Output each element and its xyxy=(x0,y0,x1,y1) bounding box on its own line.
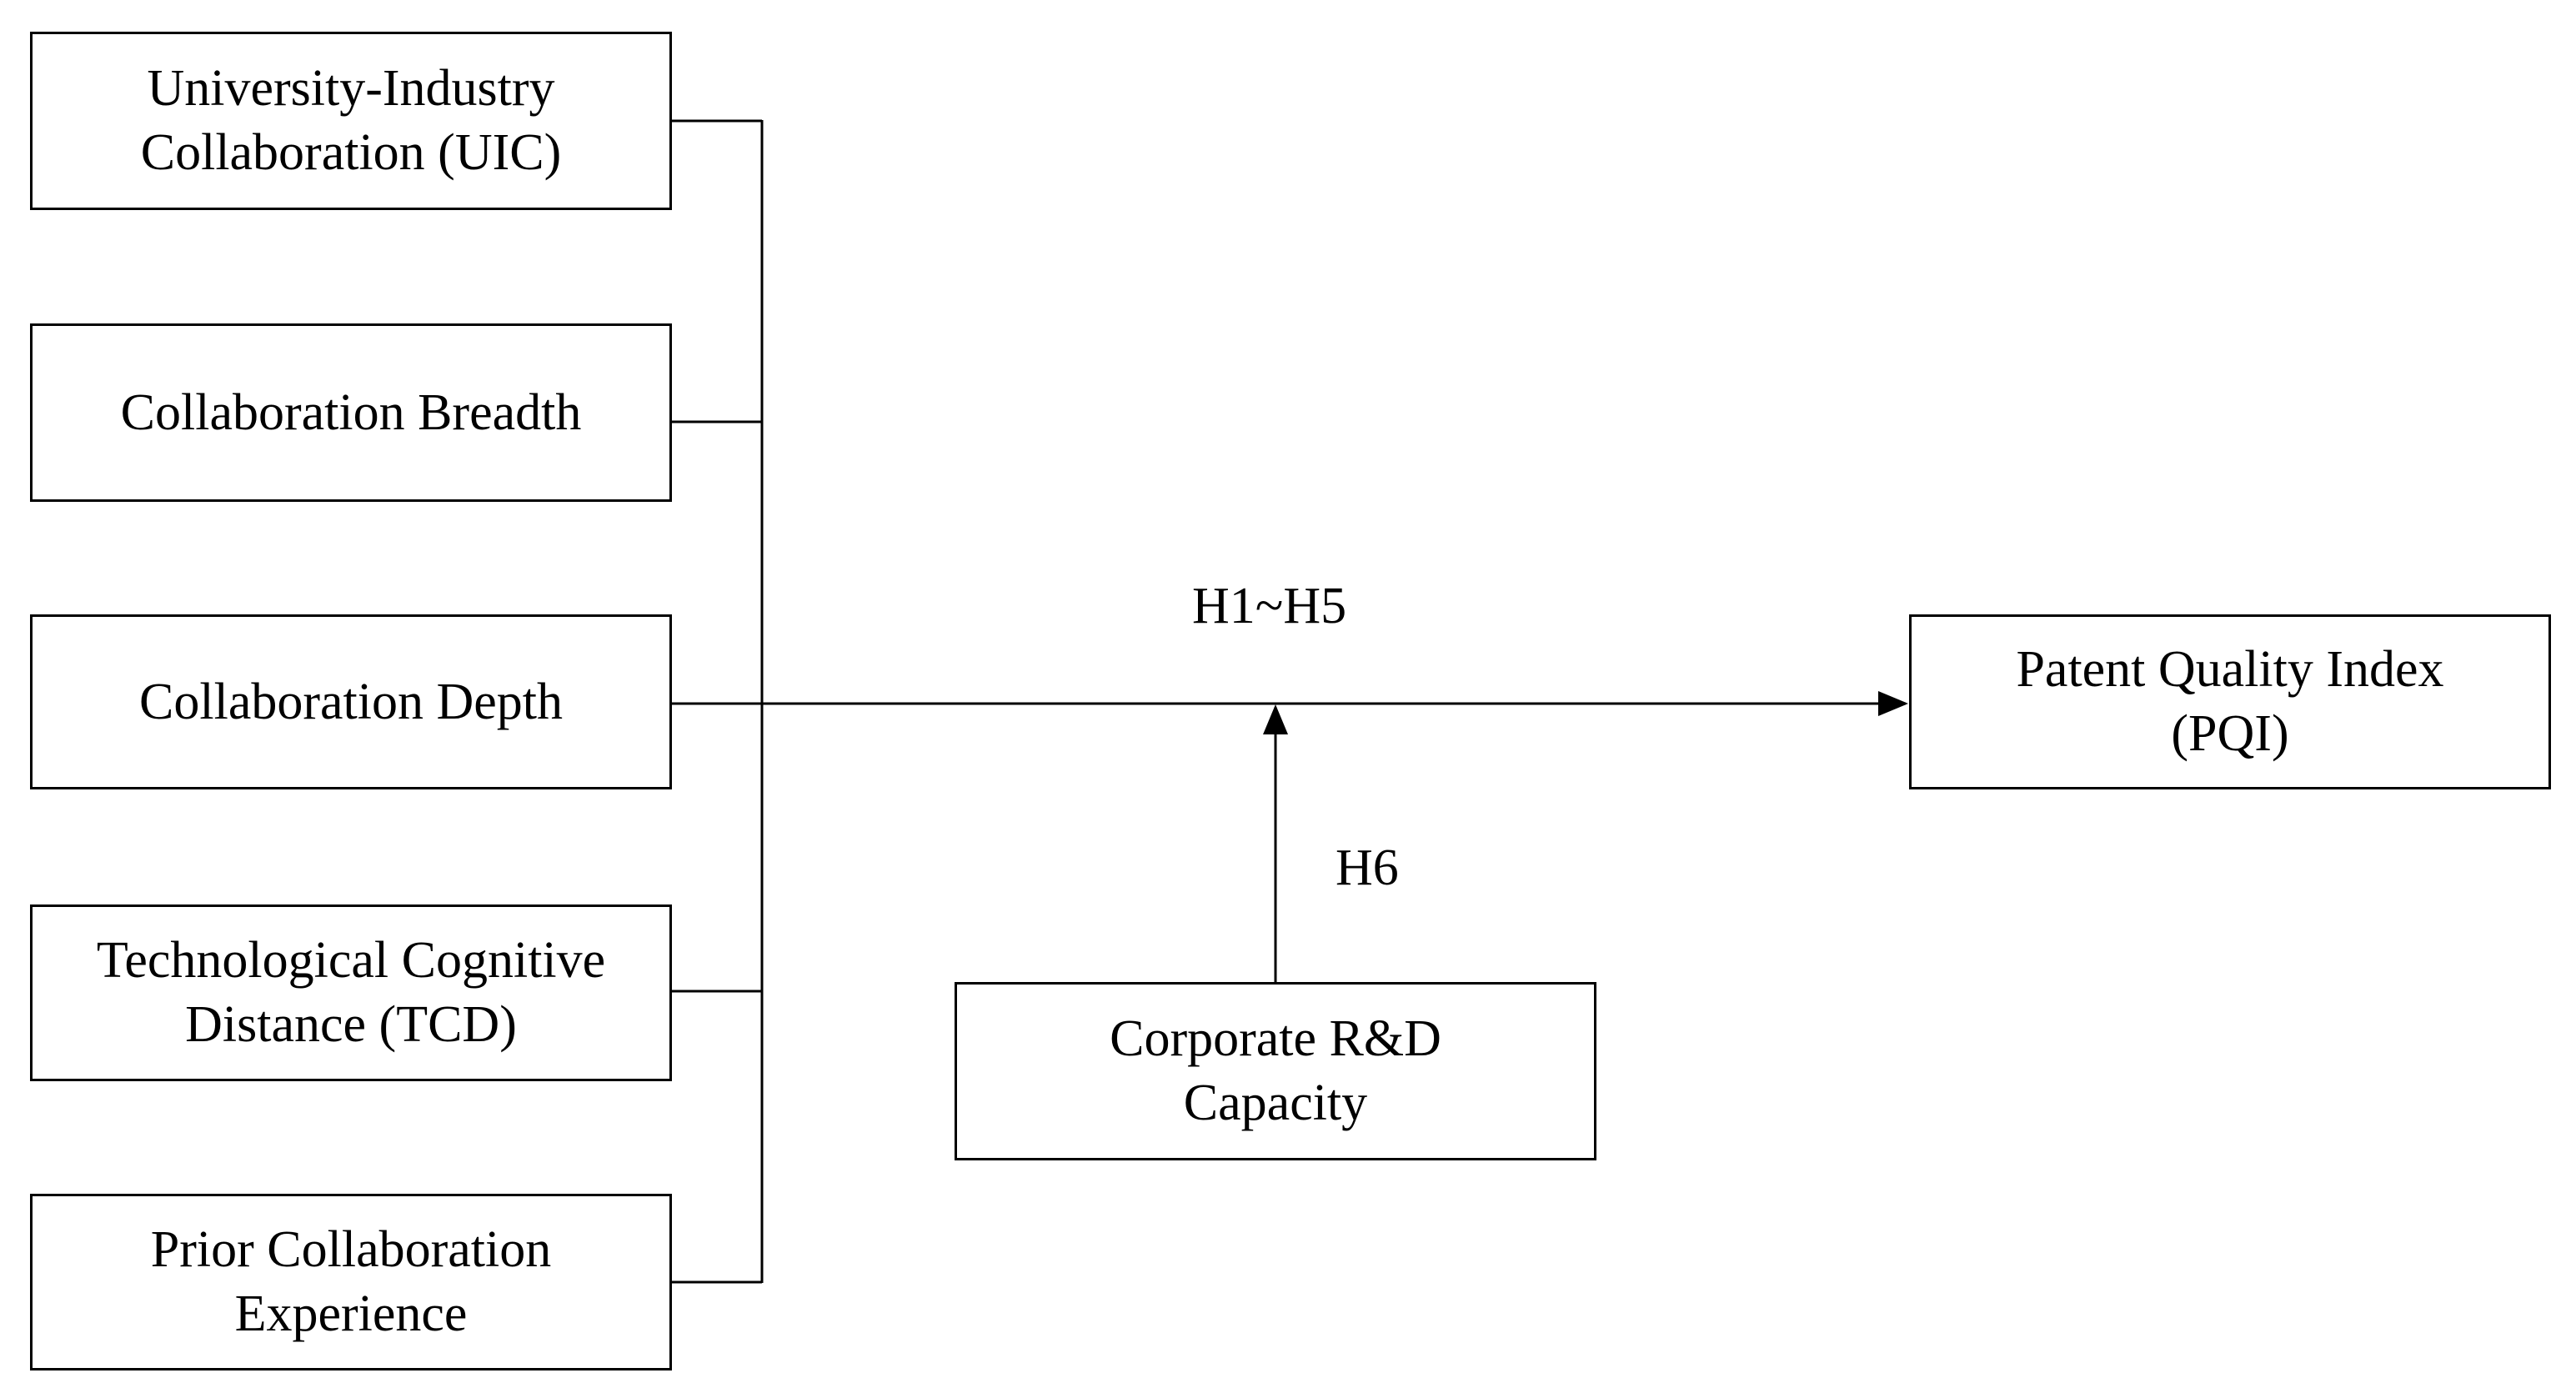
box-label-line: Corporate R&D xyxy=(1110,1010,1441,1068)
box-label-line: Capacity xyxy=(1183,1075,1368,1131)
box-label-line: Distance (TCD) xyxy=(185,996,517,1053)
box-label-line: Patent Quality Index xyxy=(2016,641,2444,699)
box-collaboration-depth: Collaboration Depth xyxy=(30,614,672,789)
box-label-line: Experience xyxy=(234,1285,468,1342)
box-corporate-rd-capacity: Corporate R&D Capacity xyxy=(955,982,1596,1160)
hypothesis-label-h1-h5: H1~H5 xyxy=(1192,578,1347,634)
box-label-line: Collaboration (UIC) xyxy=(140,124,562,181)
box-patent-quality-index: Patent Quality Index (PQI) xyxy=(1909,614,2551,789)
box-label-line: University-Industry xyxy=(147,60,555,118)
box-university-industry-collaboration: University-Industry Collaboration (UIC) xyxy=(30,32,672,210)
hypothesis-label-h6: H6 xyxy=(1336,839,1399,896)
box-label-line: Collaboration Depth xyxy=(139,673,563,730)
box-technological-cognitive-distance: Technological Cognitive Distance (TCD) xyxy=(30,904,672,1081)
box-collaboration-breadth: Collaboration Breadth xyxy=(30,323,672,502)
box-label-line: Prior Collaboration xyxy=(150,1221,552,1279)
box-label-line: Collaboration Breadth xyxy=(120,383,582,441)
box-label-line: Technological Cognitive xyxy=(96,932,606,990)
box-label-line: (PQI) xyxy=(2171,705,2289,762)
box-prior-collaboration-experience: Prior Collaboration Experience xyxy=(30,1194,672,1370)
